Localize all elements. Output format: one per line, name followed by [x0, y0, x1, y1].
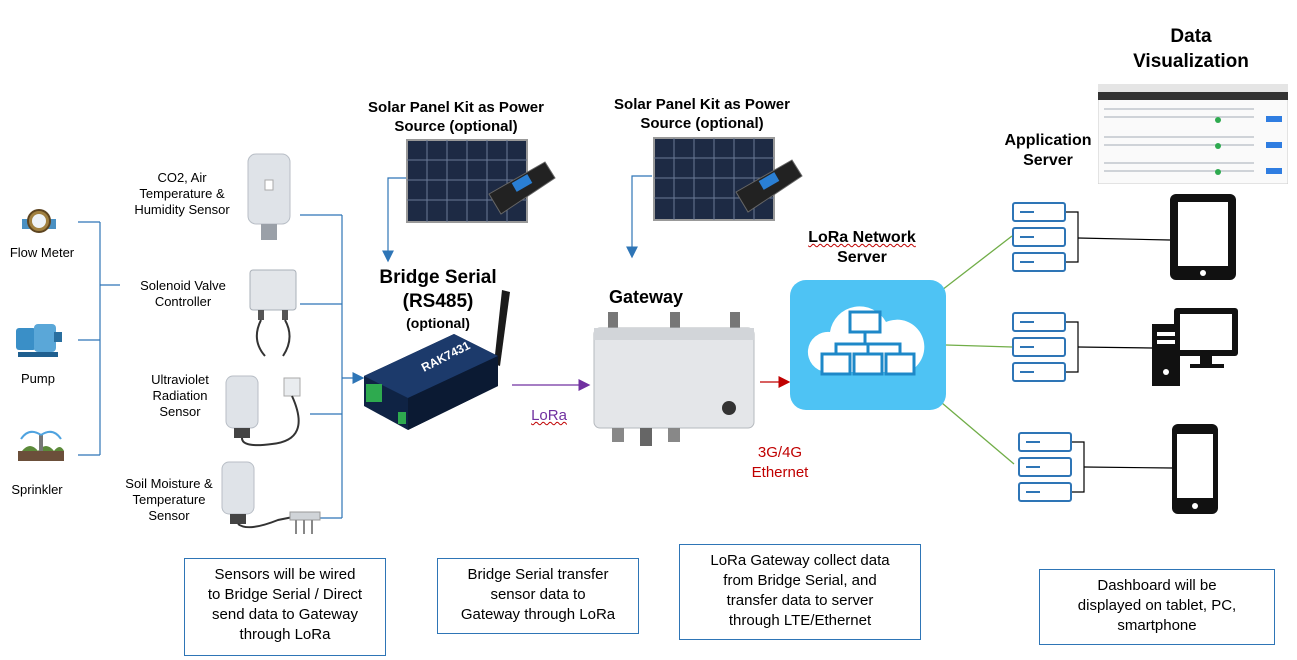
co2-sensor-icon [246, 152, 292, 244]
device-bracket [78, 221, 120, 456]
soil-line-2: Temperature [132, 492, 206, 507]
solar1-line-1: Solar Panel Kit as Power [368, 99, 544, 116]
flow-meter-label: Flow Meter [9, 245, 75, 260]
uv-sensor-label: Ultraviolet Radiation Sensor [130, 372, 230, 420]
uv-line-3: Sensor [159, 404, 201, 419]
sprinkler-icon [18, 425, 64, 461]
uv-line-1: Ultraviolet [151, 372, 209, 387]
dashboard-note-line-1: Dashboard will be [1097, 577, 1217, 594]
gateway-note-line-1: LoRa Gateway collect data [710, 552, 890, 569]
solenoid-label: Solenoid Valve Controller [128, 278, 238, 310]
sensors-note-line-1: Sensors will be wired [214, 566, 356, 583]
soil-sensor-label: Soil Moisture & Temperature Sensor [118, 476, 220, 524]
gateway-note-line-2: from Bridge Serial, and [723, 572, 877, 589]
backhaul-line-1: 3G/4G [757, 444, 803, 461]
desktop-pc-icon [1150, 306, 1242, 388]
bridge-note-line-3: Gateway through LoRa [460, 606, 616, 623]
display-links [1066, 211, 1173, 493]
solenoid-controller-icon [244, 268, 304, 360]
solar1-arrow [382, 177, 406, 263]
dashboard-screenshot [1097, 83, 1289, 185]
smartphone-icon [1170, 422, 1222, 516]
uv-sensor-icon [222, 374, 318, 448]
network-server-line-2: Server [837, 249, 887, 266]
gateway-title: Gateway [608, 287, 684, 307]
sensors-note: Sensors will be wired to Bridge Serial /… [184, 558, 386, 656]
bridge-note-line-1: Bridge Serial transfer [467, 566, 609, 583]
solar2-line-1: Solar Panel Kit as Power [614, 96, 790, 113]
dashboard-note: Dashboard will be displayed on tablet, P… [1039, 569, 1275, 645]
pump-label: Pump [21, 371, 55, 386]
sprinkler-label: Sprinkler [11, 482, 63, 497]
bridge-serial-device-icon: RAK7431 [358, 286, 518, 442]
sensors-note-line-3: send data to Gateway [212, 606, 358, 623]
backhaul-label: 3G/4G Ethernet [742, 443, 818, 483]
solar2-line-2: Source (optional) [640, 115, 764, 132]
server-rack-icon [1012, 312, 1068, 384]
title-line-1: Data [1170, 26, 1212, 47]
app-server-line-2: Server [1023, 152, 1073, 169]
co2-sensor-label: CO2, Air Temperature & Humidity Sensor [128, 170, 236, 218]
tablet-icon [1168, 192, 1240, 284]
co2-line-2: Temperature & [139, 186, 225, 201]
bridge-title: Bridge Serial (RS485) (optional) [362, 266, 514, 332]
app-server-line-1: Application [1004, 132, 1092, 149]
solenoid-line-1: Solenoid Valve [140, 278, 226, 293]
server-links [941, 235, 1015, 465]
solar2-arrow [626, 175, 652, 259]
flow-meter-icon [20, 205, 58, 243]
bridge-line-1: Bridge Serial [379, 267, 497, 288]
bridge-note: Bridge Serial transfer sensor data to Ga… [437, 558, 639, 634]
network-server-title: LoRa Network Server [788, 228, 936, 268]
solar-panel-icon [652, 136, 804, 228]
app-server-title: Application Server [996, 131, 1100, 171]
sensors-note-line-2: to Bridge Serial / Direct [207, 586, 363, 603]
server-rack-icon [1018, 432, 1074, 504]
bridge-line-3: (optional) [406, 315, 470, 331]
uv-line-2: Radiation [152, 388, 208, 403]
title-line-2: Visualization [1133, 51, 1249, 72]
solar-panel-icon [405, 138, 557, 230]
dashboard-note-line-2: displayed on tablet, PC, [1077, 597, 1237, 614]
bridge-note-line-2: sensor data to [490, 586, 586, 603]
cloud-server-icon [790, 280, 946, 410]
sensors-note-line-4: through LoRa [239, 626, 331, 643]
network-server-line-1: LoRa Network [788, 228, 936, 248]
soil-line-3: Sensor [148, 508, 190, 523]
co2-line-1: CO2, Air [157, 170, 207, 185]
soil-line-1: Soil Moisture & [125, 476, 213, 491]
solar1-line-2: Source (optional) [394, 118, 518, 135]
solar2-label: Solar Panel Kit as Power Source (optiona… [596, 95, 808, 133]
gateway-note: LoRa Gateway collect data from Bridge Se… [679, 544, 921, 640]
server-rack-icon [1012, 202, 1068, 274]
pump-icon [14, 318, 64, 360]
bridge-line-2: (RS485) [402, 291, 474, 312]
solenoid-line-2: Controller [154, 294, 212, 309]
backhaul-line-2: Ethernet [751, 464, 809, 481]
lora-label: LoRa [531, 407, 567, 424]
network-server-text: LoRa Network [808, 229, 916, 246]
co2-line-3: Humidity Sensor [134, 202, 230, 217]
gateway-device-icon [584, 310, 764, 460]
sensor-bus [300, 214, 365, 519]
soil-sensor-icon [218, 460, 322, 538]
dashboard-note-line-3: smartphone [1117, 617, 1197, 634]
gateway-note-line-4: through LTE/Ethernet [728, 612, 872, 629]
gateway-note-line-3: transfer data to server [726, 592, 874, 609]
data-visualization-title: Data Visualization [1106, 24, 1276, 74]
solar1-label: Solar Panel Kit as Power Source (optiona… [350, 98, 562, 136]
